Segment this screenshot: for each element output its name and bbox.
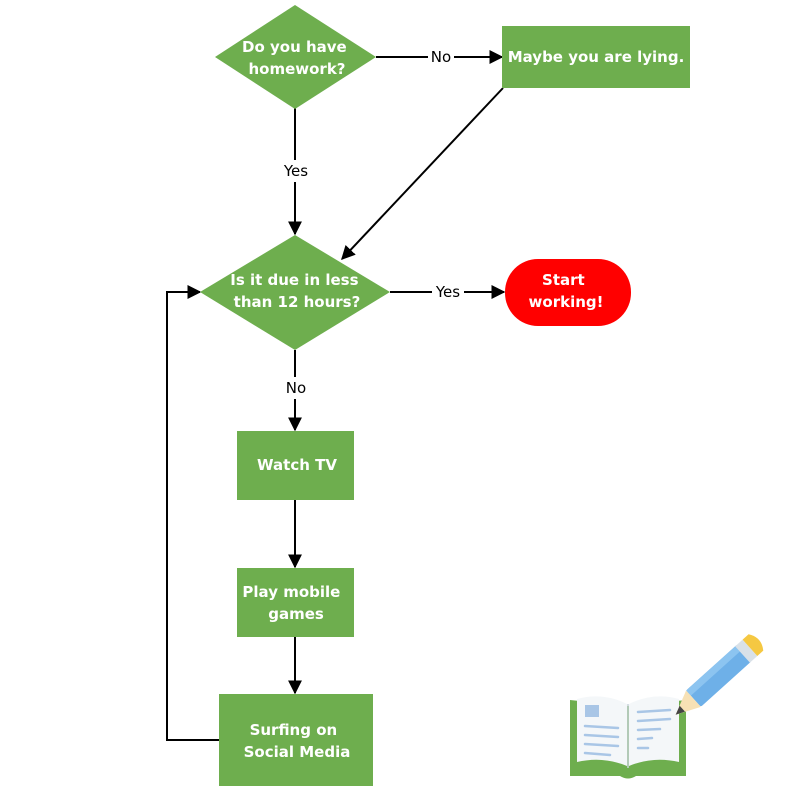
decision-due-text: Is it due in less than 12 hours? bbox=[230, 271, 364, 311]
edge-label-due-no: No bbox=[286, 379, 306, 397]
edges: No Yes Yes No bbox=[166, 46, 506, 741]
terminal-start-working-text: Start working! bbox=[529, 271, 604, 311]
terminal-start-working-shape bbox=[505, 259, 631, 326]
edge-lying-to-due bbox=[341, 87, 504, 261]
decision-homework-text: Do you have homework? bbox=[242, 38, 352, 78]
process-play-games-text: Play mobile games bbox=[242, 583, 345, 623]
edge-label-homework-yes: Yes bbox=[283, 162, 308, 180]
process-watch-tv-shape bbox=[237, 431, 354, 500]
process-social-media-shape bbox=[219, 694, 373, 786]
book-pencil-icon bbox=[570, 634, 764, 779]
process-maybe-lying-text: Maybe you are lying. bbox=[508, 48, 685, 66]
process-maybe-lying-shape bbox=[502, 26, 690, 88]
nodes: Do you have homework? Maybe you are lyin… bbox=[200, 5, 690, 786]
edge-label-due-yes: Yes bbox=[435, 283, 460, 301]
process-watch-tv-text: Watch TV bbox=[257, 456, 337, 474]
decision-homework-shape bbox=[215, 5, 376, 109]
process-play-games-shape bbox=[237, 568, 354, 637]
edge-label-homework-no: No bbox=[431, 48, 451, 66]
process-social-media-text: Surfing on Social Media bbox=[244, 721, 351, 761]
edge-social-loop-back bbox=[166, 285, 219, 741]
decision-due-shape bbox=[200, 235, 390, 350]
